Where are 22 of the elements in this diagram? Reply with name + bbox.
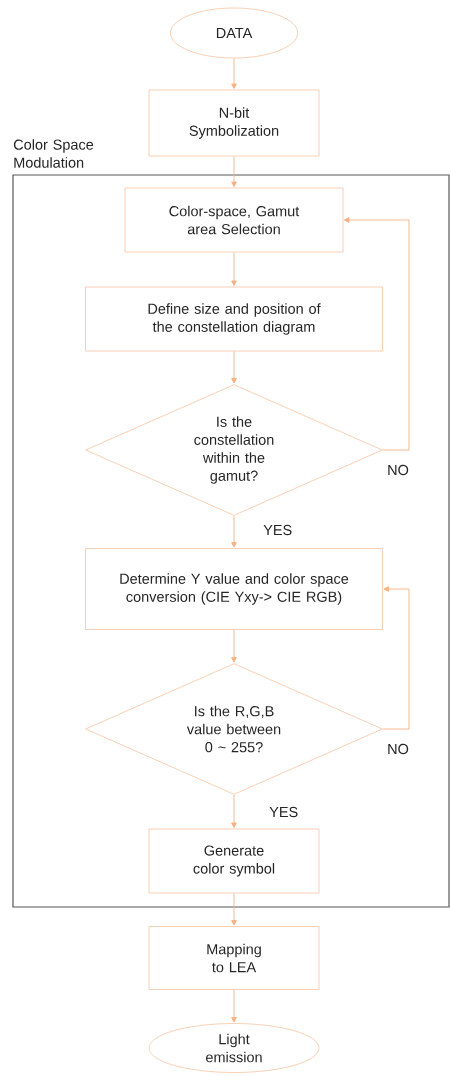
arrow: [231, 893, 237, 926]
arrow: [382, 586, 410, 730]
edge-label: YES: [262, 523, 294, 537]
edge-label: NO: [386, 742, 410, 756]
arrow: [231, 58, 237, 89]
arrow: [231, 252, 237, 286]
process-box: Generate color symbol: [148, 828, 320, 894]
edge-label: NO: [386, 463, 410, 477]
process-box: N-bit Symbolization: [148, 89, 320, 157]
process-box: Define size and position of the constellation diagram: [85, 286, 383, 352]
arrow: [231, 989, 237, 1023]
edge-label: YES: [268, 805, 300, 819]
process-box: Color-space, Gamut area Selection: [124, 187, 344, 253]
arrow: [231, 156, 237, 187]
arrow: [231, 794, 237, 828]
process-box: Mapping to LEA: [148, 926, 320, 990]
arrow: [231, 629, 237, 663]
arrow: [231, 515, 237, 548]
arrow: [231, 351, 237, 384]
process-box: Determine Y value and color space conversion (CIE Yxy-> CIE RGB): [85, 548, 383, 630]
group-title: Color Space Modulation: [13, 139, 94, 168]
arrow: [344, 217, 410, 451]
